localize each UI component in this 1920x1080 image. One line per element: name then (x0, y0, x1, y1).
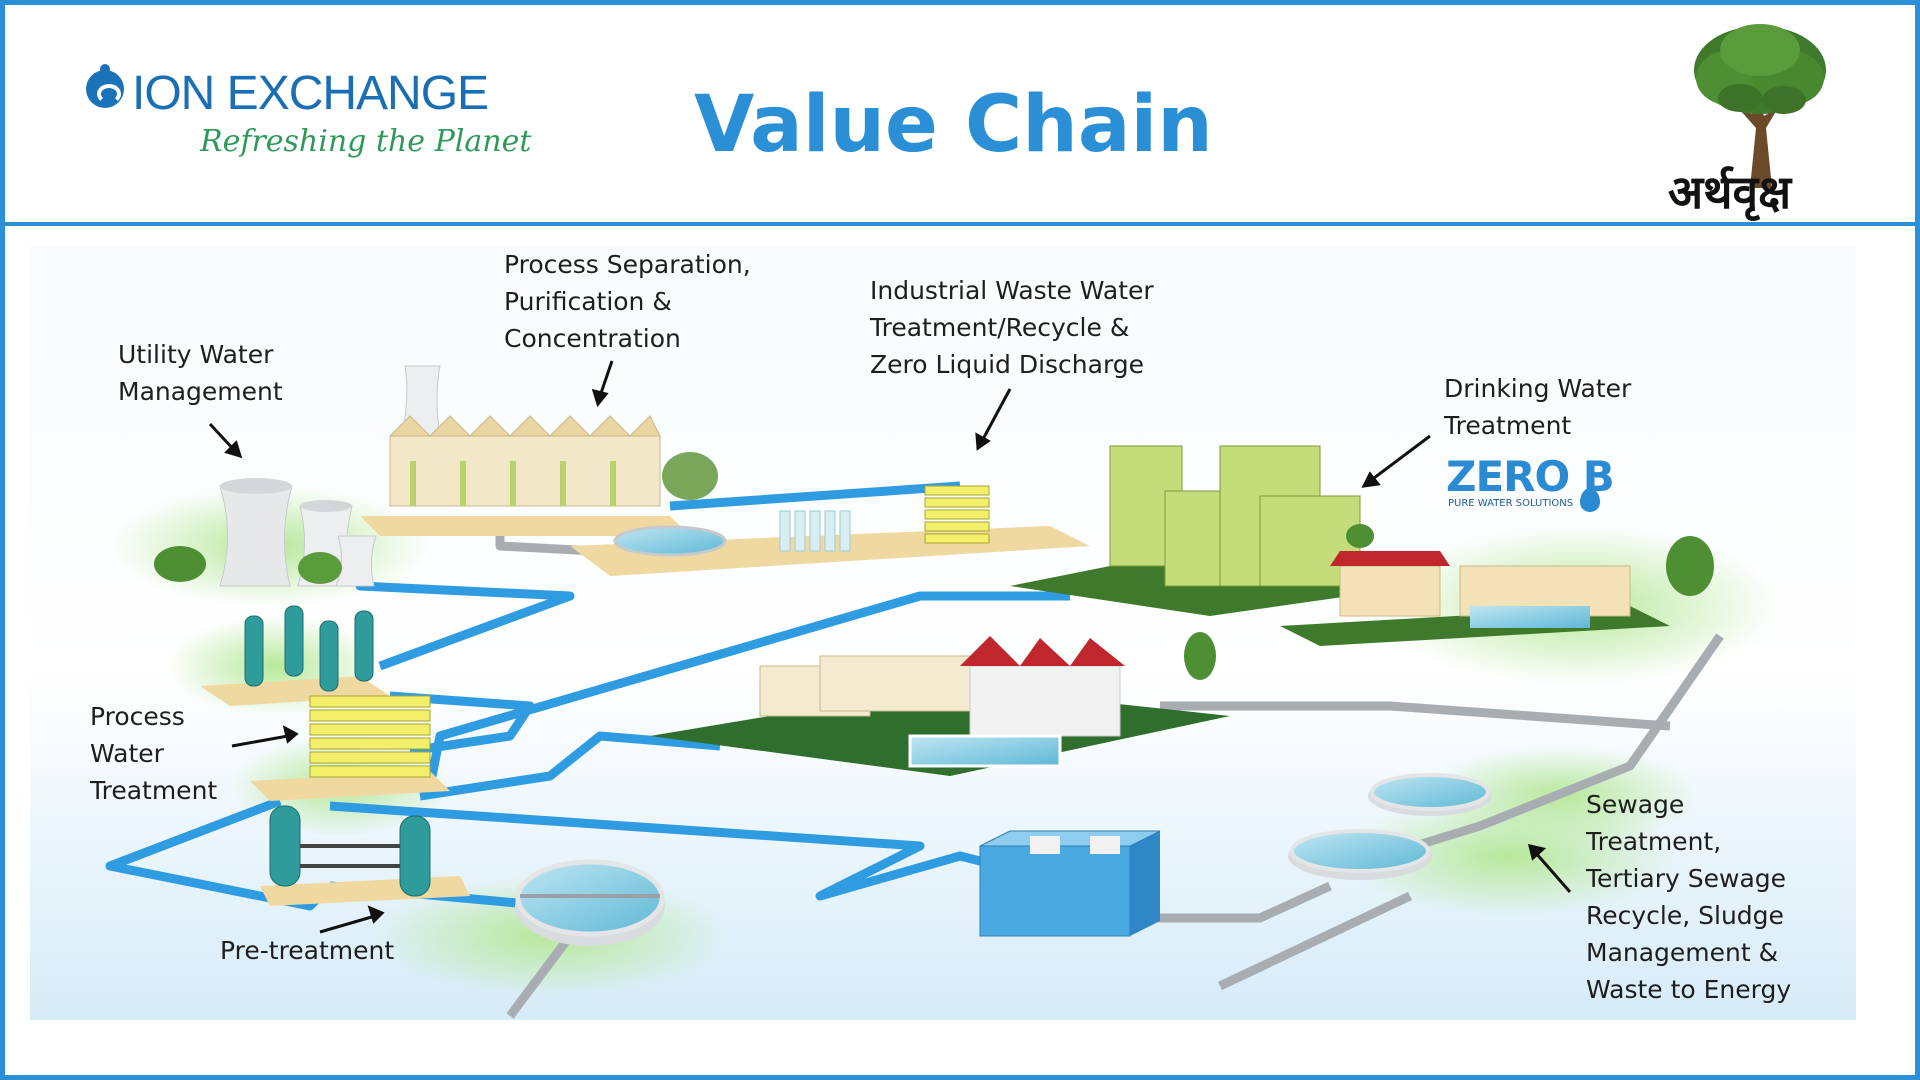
label-process-separation: Process Separation, Purification & Conce… (504, 250, 751, 353)
clarifier-tank (515, 859, 665, 946)
label-drinking-water: Drinking Water Treatment (1444, 374, 1632, 440)
process-water-units (200, 605, 450, 801)
factory-building (360, 365, 718, 536)
company-tagline: Refreshing the Planet (200, 124, 532, 159)
sewage-tanks (1288, 773, 1492, 880)
water-drop-icon (1580, 488, 1600, 512)
brand-devanagari: अर्थवृक्ष (1668, 165, 1792, 219)
ion-exchange-logo-icon (86, 64, 124, 108)
label-industrial-waste-water: Industrial Waste Water Treatment/Recycle… (870, 276, 1154, 379)
label-arrows (208, 360, 1572, 934)
value-chain-diagram: Utility Water Management Process Separat… (30, 246, 1856, 1020)
page-title: Value Chain (694, 80, 1213, 170)
label-sewage-treatment: Sewage Treatment, Tertiary Sewage Recycl… (1586, 790, 1792, 1004)
label-pretreatment: Pre-treatment (220, 936, 395, 965)
zerob-logo: ZERO B PURE WATER SOLUTIONS (1446, 452, 1626, 516)
label-utility-water: Utility Water Management (118, 340, 283, 406)
header-divider (0, 222, 1920, 226)
company-name: ION EXCHANGE (132, 67, 489, 120)
drinking-water-city (1010, 445, 1714, 646)
storage-tank (979, 830, 1161, 937)
residential-area (650, 632, 1230, 776)
pretreatment-units (260, 805, 470, 906)
label-process-water: Process Water Treatment (90, 702, 218, 805)
ion-exchange-logo: ION EXCHANGE Refreshing the Planet (84, 62, 531, 172)
cooling-towers (154, 478, 377, 587)
industrial-plant (570, 485, 1090, 576)
zerob-subtitle: PURE WATER SOLUTIONS (1448, 498, 1574, 509)
diagram-illustration (30, 246, 1856, 1020)
tree-icon (1694, 24, 1826, 188)
